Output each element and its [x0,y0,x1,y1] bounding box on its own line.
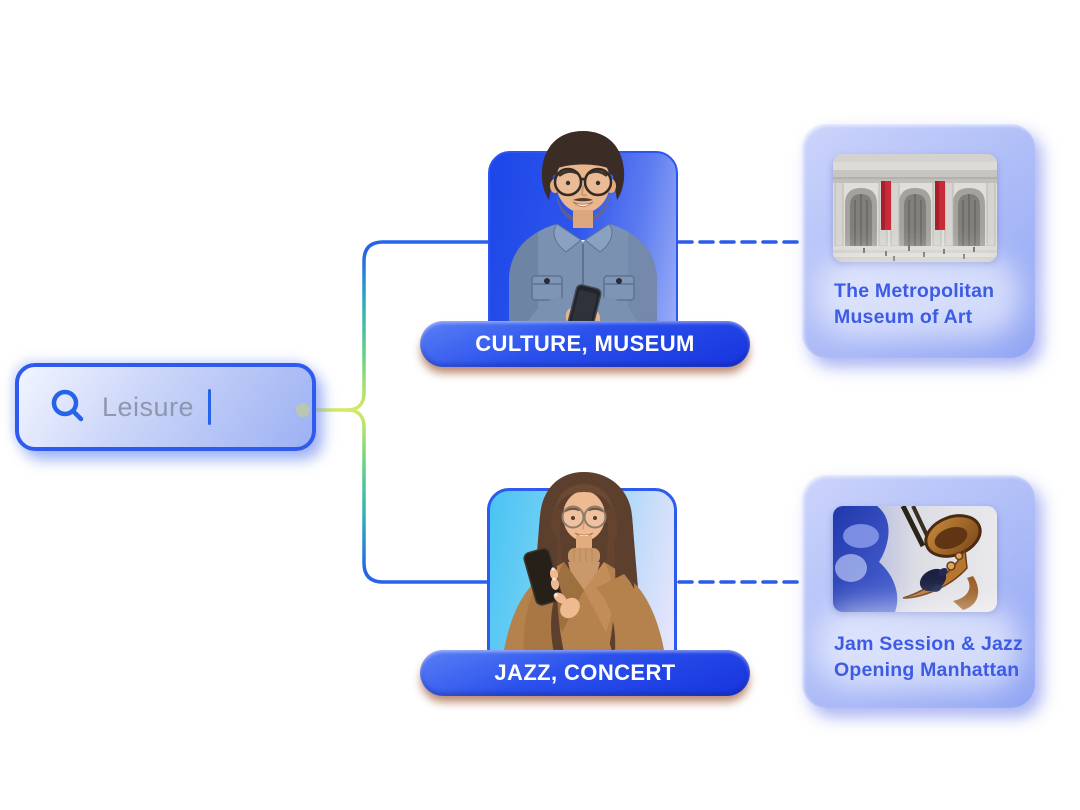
person-card-culture [488,151,678,343]
result-card-museum[interactable]: The Metropolitan Museum of Art [802,124,1035,358]
connector-dot [296,403,310,417]
red-banner [881,181,945,230]
category-pill-jazz[interactable]: JAZZ, CONCERT [420,650,750,696]
search-icon [51,389,84,422]
title-glow [816,605,1021,689]
title-glow [816,254,1021,338]
result-card-jazz[interactable]: Jam Session & Jazz Opening Manhattan [802,475,1035,708]
category-label-jazz: JAZZ, CONCERT [494,660,676,685]
connector-branch-down [346,408,491,584]
result-title-jazz: Jam Session & Jazz Opening Manhattan [834,631,1023,683]
result-title-line1: The Metropolitan [834,280,995,302]
jazz-photo [833,506,997,612]
result-title-museum: The Metropolitan Museum of Art [834,278,994,330]
text-cursor [208,389,212,425]
saxophone-player-image [833,506,997,612]
result-title-line2: Opening Manhattan [834,659,1020,681]
search-input-value[interactable]: Leisure [102,391,195,422]
search-box[interactable]: Leisure [15,363,316,451]
metropolitan-museum-facade-image [833,154,997,262]
museum-photo [833,154,997,262]
category-label-culture: CULTURE, MUSEUM [475,331,695,356]
category-pill-culture[interactable]: CULTURE, MUSEUM [420,321,750,367]
result-title-line2: Museum of Art [834,306,973,328]
result-title-line1: Jam Session & Jazz [834,633,1023,655]
